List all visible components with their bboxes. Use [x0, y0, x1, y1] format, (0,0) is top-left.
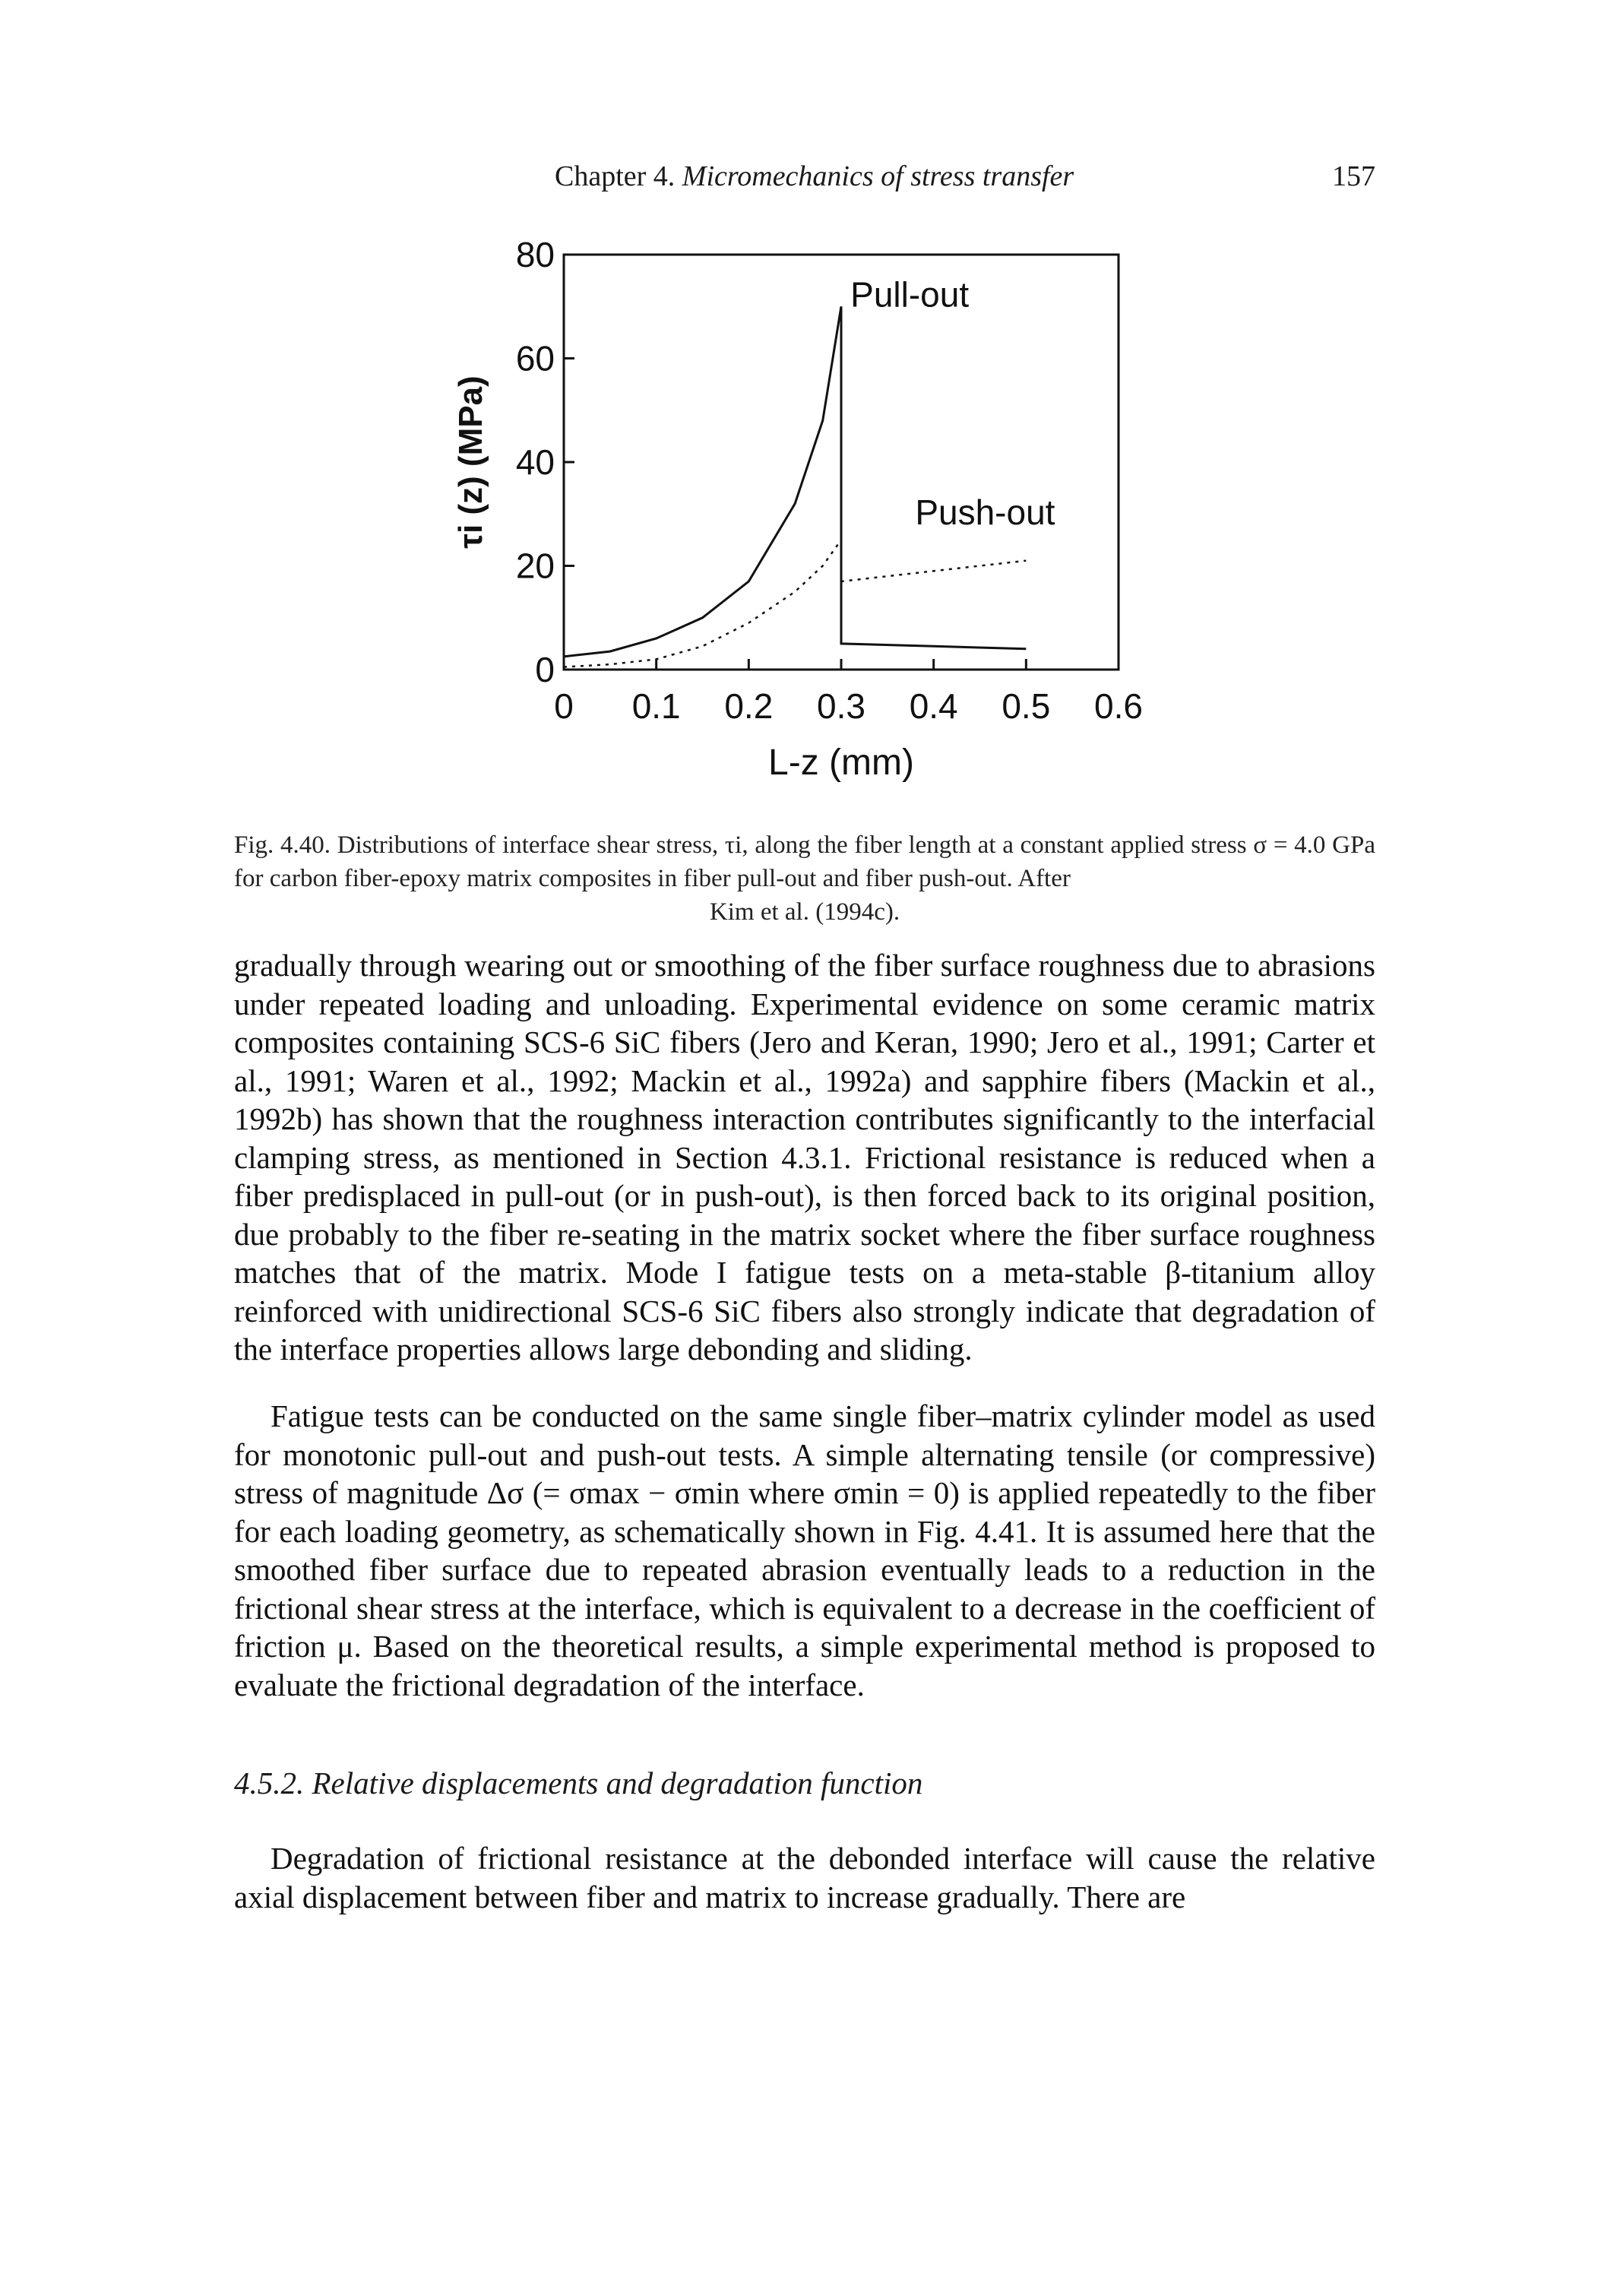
- x-tick-label: 0.3: [817, 686, 865, 726]
- x-tick-label: 0.4: [910, 686, 958, 726]
- caption-line-2: σ = 4.0 GPa for carbon fiber-epoxy matri…: [234, 831, 1375, 892]
- figure-caption: Fig. 4.40. Distributions of interface sh…: [234, 828, 1375, 929]
- series-line-2: [563, 537, 1027, 668]
- x-tick-label: 0.1: [632, 686, 681, 726]
- caption-line-3: Kim et al. (1994c).: [709, 898, 900, 926]
- chart-svg: 0 0.1 0.2 0.3 0.4 0.5 0.6 0 20 40 60 80L-z (mm) τi (…: [452, 235, 1143, 783]
- y-tick-label: 0: [535, 650, 555, 689]
- section-heading: 4.5.2. Relative displacements and degrad…: [234, 1766, 923, 1800]
- caption-line-1: Fig. 4.40. Distributions of interface sh…: [234, 831, 1247, 859]
- annotation-push-out: Push-out: [915, 492, 1055, 532]
- paragraph-3: Degradation of frictional resistance at …: [234, 1841, 1375, 1914]
- x-tick-label: 0.6: [1094, 686, 1143, 726]
- y-tick-label: 80: [516, 235, 555, 274]
- paragraph-1: gradually through wearing out or smoothi…: [234, 948, 1375, 1367]
- x-tick-label: 0.5: [1002, 686, 1050, 726]
- y-tick-label: 60: [516, 339, 555, 378]
- running-head-chapter: Chapter 4.: [555, 160, 676, 192]
- annotation-pull-out: Pull-out: [850, 274, 969, 314]
- y-tick-label: 20: [516, 546, 555, 586]
- paragraph-2: Fatigue tests can be conducted on the sa…: [234, 1398, 1375, 1702]
- x-axis-label: L-z (mm): [768, 743, 914, 783]
- y-tick-label: 40: [516, 442, 555, 482]
- page-number: 157: [1332, 160, 1375, 192]
- series-line-1: [563, 306, 1027, 658]
- running-head-title: Micromechanics of stress transfer: [682, 160, 1074, 192]
- x-tick-label: 0: [554, 686, 574, 726]
- x-tick-label: 0.2: [724, 686, 773, 726]
- y-axis-label: τi (z) (MPa): [452, 375, 489, 548]
- running-head: Chapter 4. Micromechanics of stress tran…: [236, 160, 1375, 205]
